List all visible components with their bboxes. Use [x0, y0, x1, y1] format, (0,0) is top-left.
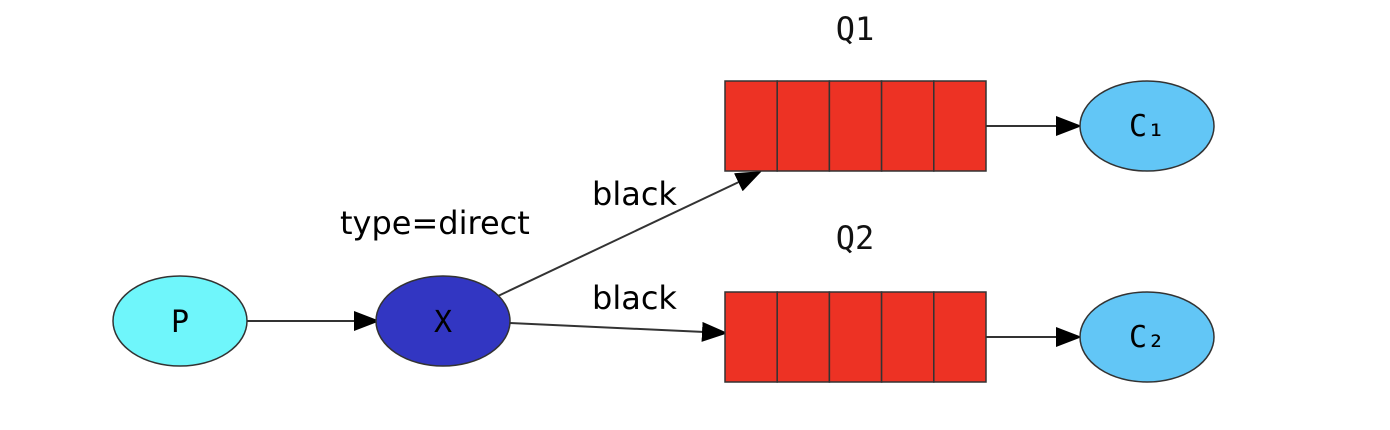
queue-1-slot: [933, 80, 987, 172]
consumer-1-ellipse: [1079, 80, 1215, 172]
producer-label: P: [171, 305, 189, 340]
edge-exchange-to-q2: [509, 321, 728, 342]
consumer-1-node: C₁: [1079, 80, 1215, 172]
edge-label-q1: black: [592, 175, 677, 213]
exchange-label: X: [434, 305, 452, 340]
queue-2-slot: [724, 291, 778, 383]
exchange-type-label: type=direct: [340, 204, 530, 242]
consumer-2-ellipse: [1079, 291, 1215, 383]
queue-1-slot: [880, 80, 935, 172]
consumer-1-label: C₁: [1129, 109, 1165, 144]
queue-1-slot: [724, 80, 778, 172]
queue-1-title: Q1: [836, 10, 875, 48]
queue-1-slot: [828, 80, 883, 172]
edge-exchange-to-q1: [497, 171, 762, 297]
queue-1: [724, 80, 987, 172]
queue-2: [724, 291, 987, 383]
queue-2-slot: [933, 291, 987, 383]
queue-2-slot: [880, 291, 935, 383]
consumer-2-label: C₂: [1129, 320, 1165, 355]
queue-2-title: Q2: [836, 219, 875, 257]
producer-ellipse: [112, 275, 248, 367]
edge-label-q2: black: [592, 279, 677, 317]
queue-2-slot: [776, 291, 831, 383]
consumer-2-node: C₂: [1079, 291, 1215, 383]
exchange-ellipse: [375, 275, 511, 367]
exchange-node: X: [375, 275, 511, 367]
queue-2-slot: [828, 291, 883, 383]
producer-node: P: [112, 275, 248, 367]
queue-1-slot: [776, 80, 831, 172]
